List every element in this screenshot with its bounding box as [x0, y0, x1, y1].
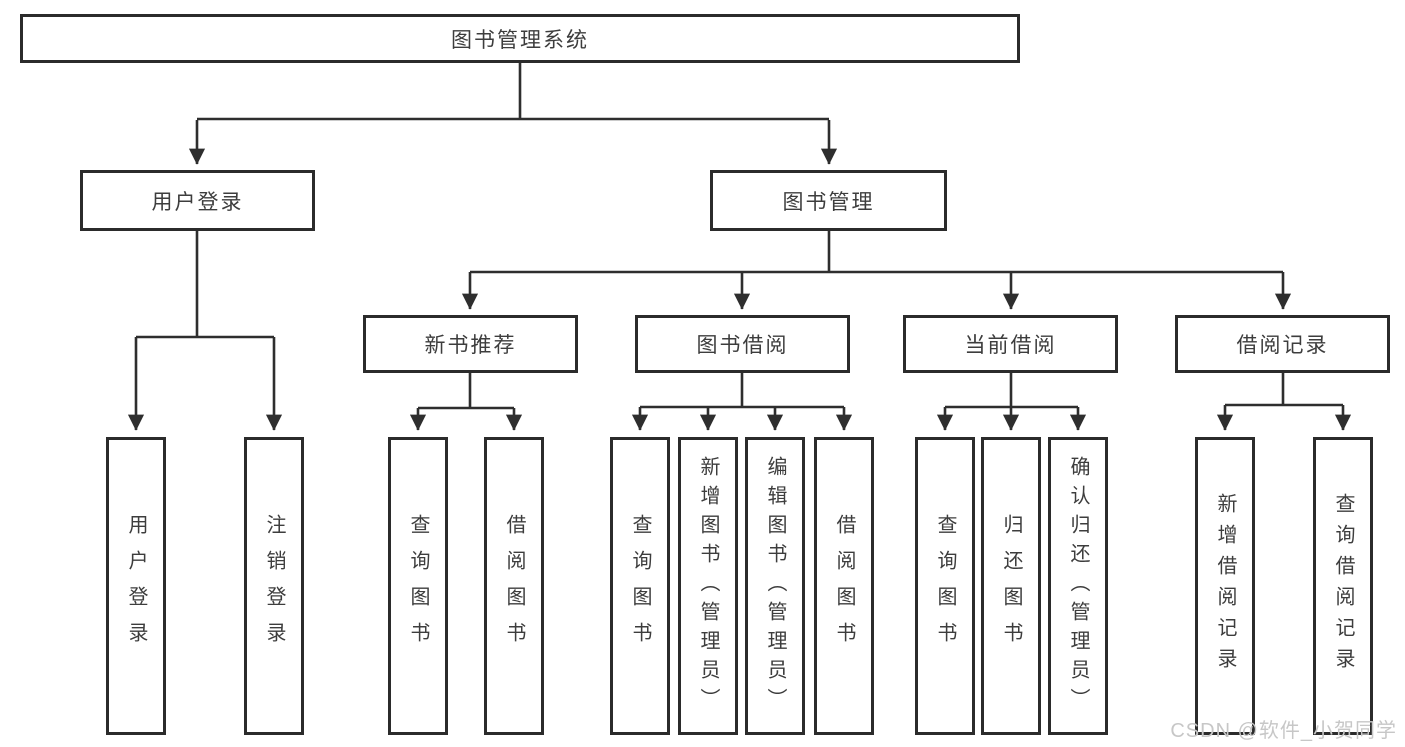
leaf-borrow-books-label: 借阅图书 — [833, 514, 855, 658]
node-book-borrowing: 图书借阅 — [635, 315, 850, 373]
leaf-edit-book-admin: 编辑图书（管理员） — [745, 437, 805, 735]
leaf-query-books-recommend: 查询图书 — [388, 437, 448, 735]
leaf-add-book-admin-label: 新增图书（管理员） — [697, 455, 719, 717]
leaf-return-book-label: 归还图书 — [1000, 514, 1022, 658]
leaf-add-borrow-record-label: 新增借阅记录 — [1214, 493, 1236, 679]
leaf-query-books-current-label: 查询图书 — [934, 514, 956, 658]
node-user-login-label: 用户登录 — [151, 190, 244, 214]
node-borrowing-records: 借阅记录 — [1175, 315, 1390, 373]
leaf-query-books-borrow-label: 查询图书 — [629, 514, 651, 658]
node-book-borrowing-label: 图书借阅 — [696, 334, 789, 357]
node-new-book-recommend-label: 新书推荐 — [424, 334, 517, 357]
node-book-management-label: 图书管理 — [782, 190, 875, 214]
leaf-query-books-recommend-label: 查询图书 — [407, 514, 429, 658]
node-current-borrowing: 当前借阅 — [903, 315, 1118, 373]
node-root: 图书管理系统 — [20, 14, 1020, 63]
node-current-borrowing-label: 当前借阅 — [964, 334, 1057, 357]
leaf-query-books-borrow: 查询图书 — [610, 437, 670, 735]
node-user-login: 用户登录 — [80, 170, 315, 231]
node-root-label: 图书管理系统 — [451, 28, 589, 52]
node-book-management: 图书管理 — [710, 170, 947, 231]
leaf-logout: 注销登录 — [244, 437, 304, 735]
node-new-book-recommend: 新书推荐 — [363, 315, 578, 373]
csdn-watermark: CSDN @软件_小贺同学 — [1170, 720, 1397, 742]
leaf-borrow-books-recommend: 借阅图书 — [484, 437, 544, 735]
leaf-borrow-books-recommend-label: 借阅图书 — [503, 514, 525, 658]
leaf-query-borrow-record-label: 查询借阅记录 — [1332, 493, 1354, 679]
leaf-confirm-return-admin-label: 确认归还（管理员） — [1067, 455, 1089, 717]
leaf-return-book: 归还图书 — [981, 437, 1041, 735]
leaf-user-login-label: 用户登录 — [125, 514, 147, 658]
leaf-add-borrow-record: 新增借阅记录 — [1195, 437, 1255, 735]
leaf-edit-book-admin-label: 编辑图书（管理员） — [764, 455, 786, 717]
leaf-query-books-current: 查询图书 — [915, 437, 975, 735]
leaf-confirm-return-admin: 确认归还（管理员） — [1048, 437, 1108, 735]
leaf-query-borrow-record: 查询借阅记录 — [1313, 437, 1373, 735]
tree-edges — [136, 63, 1343, 410]
leaf-borrow-books: 借阅图书 — [814, 437, 874, 735]
leaf-user-login: 用户登录 — [106, 437, 166, 735]
leaf-logout-label: 注销登录 — [263, 514, 285, 658]
tree-arrowheads — [127, 120, 1352, 431]
node-borrowing-records-label: 借阅记录 — [1236, 334, 1329, 357]
leaf-add-book-admin: 新增图书（管理员） — [678, 437, 738, 735]
